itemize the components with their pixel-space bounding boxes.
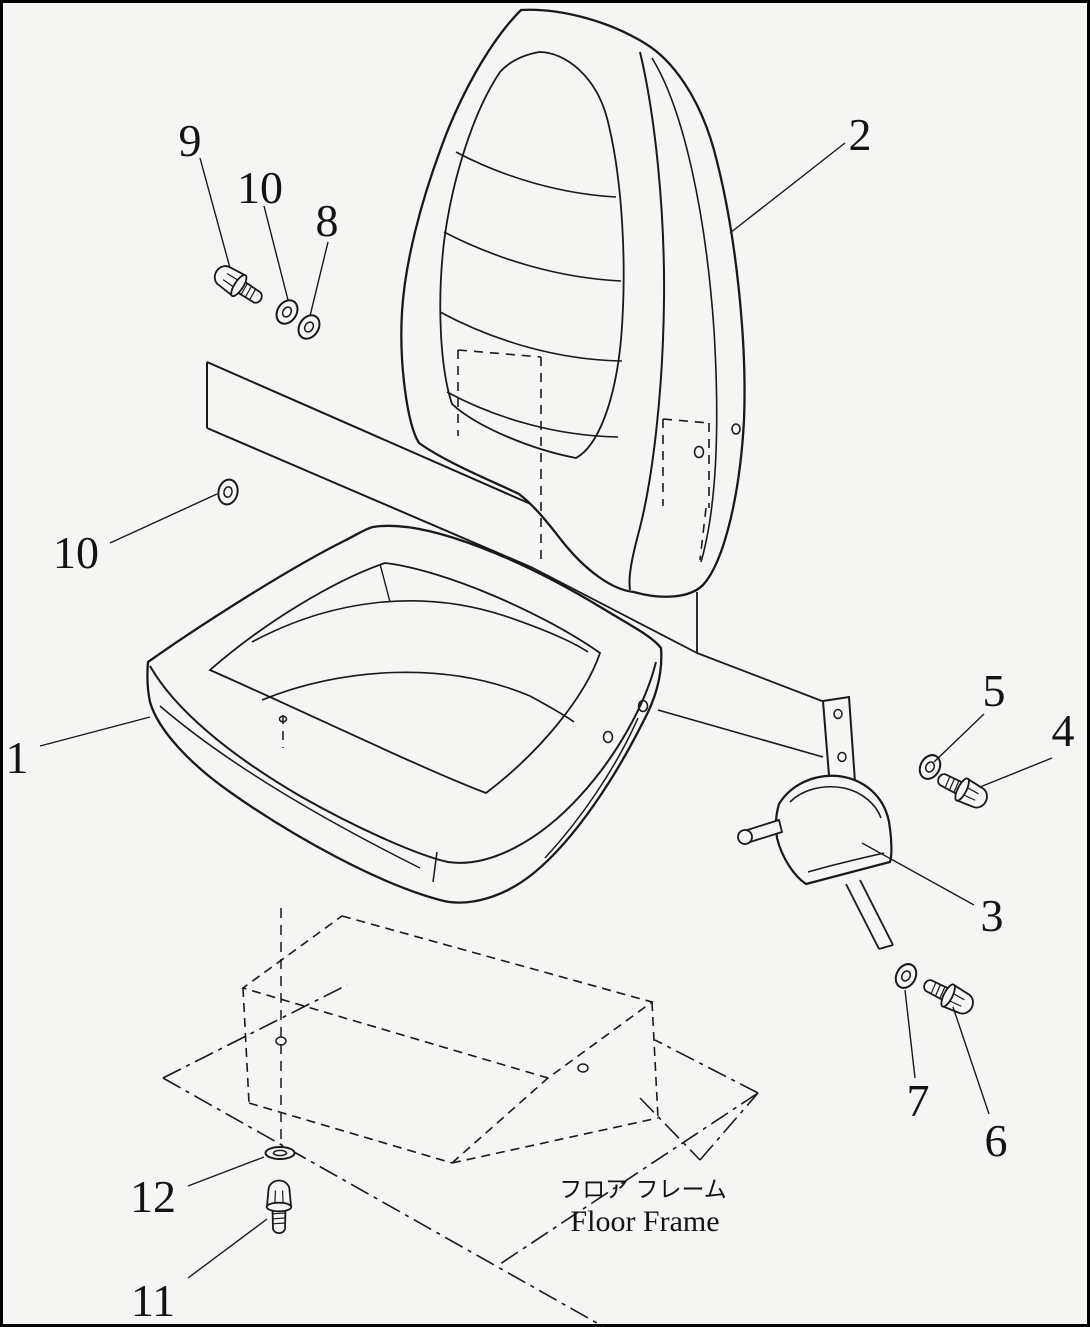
leader-7 [904, 989, 916, 1079]
callout-9: 9 [179, 115, 202, 166]
leader-3 [861, 842, 975, 906]
cushion-hole [602, 730, 614, 744]
callout-labels: 9 10 8 2 10 1 5 4 3 7 6 12 11 [6, 109, 1075, 1326]
seat-cushion [146, 524, 663, 904]
backrest-hidden-lines [457, 349, 710, 561]
callout-12: 12 [130, 1171, 176, 1222]
callout-10-lower: 10 [53, 527, 99, 578]
floor-frame-chain-lines [162, 984, 759, 1327]
callout-3: 3 [981, 890, 1004, 941]
leader-9 [199, 157, 231, 269]
bolt-axis-line [657, 709, 824, 758]
callout-4: 4 [1052, 705, 1075, 756]
seat-backrest [400, 8, 746, 598]
recliner-lever-knob [737, 829, 753, 845]
mounting-plate [206, 361, 534, 569]
floor-frame-label-japanese: フロア フレーム [559, 1177, 727, 1203]
callout-2: 2 [849, 109, 872, 160]
recliner-mechanism [737, 695, 894, 950]
backrest-hole [693, 445, 705, 459]
leader-2 [729, 142, 846, 234]
floor-frame-label-english: Floor Frame [570, 1205, 719, 1238]
leader-5 [933, 713, 985, 763]
support-lines [532, 567, 823, 702]
stand-hole [577, 1063, 589, 1073]
leader-10-upper [263, 205, 289, 301]
callout-11: 11 [131, 1275, 175, 1326]
callout-10-upper: 10 [237, 162, 283, 213]
leader-8 [309, 241, 329, 317]
leader-11 [187, 1218, 268, 1279]
backrest-hole [731, 423, 741, 435]
floor-frame [162, 908, 759, 1327]
callout-7: 7 [907, 1075, 930, 1126]
callout-1: 1 [6, 732, 29, 783]
callout-6: 6 [985, 1115, 1008, 1166]
recliner-lower-strap [845, 879, 894, 950]
leader-lines [39, 142, 1053, 1279]
leader-12 [187, 1156, 265, 1187]
callout-5: 5 [983, 665, 1006, 716]
leader-10-lower [109, 493, 218, 544]
leader-6 [952, 1006, 990, 1115]
seat-stand-hidden-box [241, 915, 659, 1164]
cushion-hole [637, 699, 649, 713]
leader-4 [979, 757, 1053, 788]
leader-1 [39, 716, 151, 747]
washer-part-12 [264, 1146, 296, 1160]
floor-frame-labels: フロア フレーム Floor Frame [559, 1177, 727, 1238]
callout-8: 8 [316, 195, 339, 246]
